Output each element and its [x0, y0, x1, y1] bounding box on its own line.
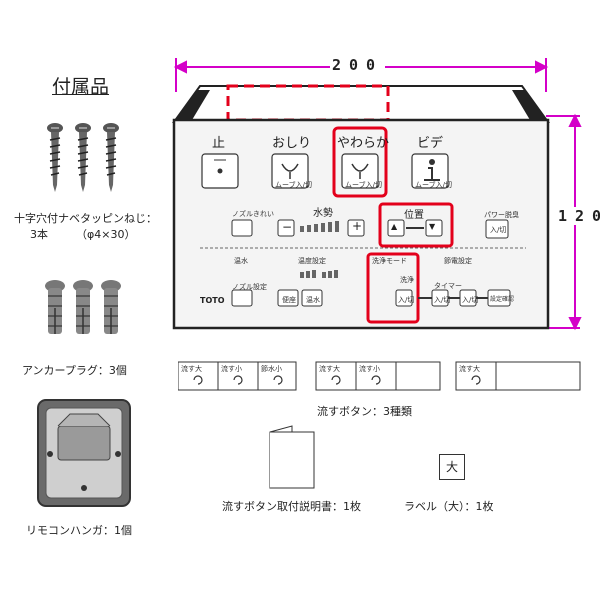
swirl-icon: [471, 375, 481, 385]
swirl-icon: [273, 375, 283, 385]
anchor-plug-icon: [73, 280, 93, 334]
pressure-plus-button[interactable]: +: [352, 219, 363, 233]
hanger-label: リモコンハンガ：1個: [26, 524, 132, 537]
stop-icon: [217, 168, 223, 174]
swirl-icon: [371, 375, 381, 385]
strip1-cell1: 流す大: [181, 365, 202, 373]
brand-logo: TOTO: [200, 296, 225, 305]
auto-wash-button[interactable]: 入/切: [398, 296, 415, 304]
eco-button-1[interactable]: 入/切: [434, 296, 451, 304]
width-dimension: 200: [330, 56, 386, 74]
label-sheet-label: ラベル（大）：1枚: [404, 500, 494, 513]
stop-label: 止: [212, 136, 226, 151]
strip1-cell3: 節水小: [261, 365, 282, 373]
water-pressure-label: 水勢: [313, 208, 333, 219]
swirl-icon: [233, 375, 243, 385]
pressure-minus-button[interactable]: −: [282, 220, 293, 234]
nozzle-clean-label: ノズルきれい: [232, 210, 274, 218]
bidet-rear-icon: [281, 163, 299, 172]
screw-icon: [47, 123, 63, 192]
strip3-cell1: 流す大: [459, 365, 480, 373]
label-sheet-icon: 大: [439, 454, 465, 480]
temp-settings-label: 温度設定: [298, 257, 326, 265]
eco-button-2[interactable]: 入/切: [462, 296, 479, 304]
soft-wash-icon: [351, 163, 369, 172]
nozzle-set-label: ノズル設定: [232, 283, 267, 291]
strip2-cell2: 流す小: [359, 365, 380, 373]
remote-control: [172, 84, 550, 330]
flush-button-strips: [178, 361, 581, 391]
rear-wash-sub: ムーブ入/切: [275, 181, 312, 189]
anchor-plug-icon: [45, 280, 65, 334]
auto-wash-sub: 洗浄: [400, 276, 414, 284]
screw-icon: [75, 123, 91, 192]
position-up-button[interactable]: ▲: [391, 222, 398, 231]
anchor-plug-icon: [101, 280, 121, 334]
swirl-icon: [331, 375, 341, 385]
settings-confirm-button[interactable]: 設定確認: [490, 296, 515, 303]
strip2-cell1: 流す大: [319, 365, 340, 373]
bidet-sub: ムーブ入/切: [415, 181, 452, 189]
eco-timer-label: タイマー: [434, 282, 462, 290]
screws-label: 十字穴付ナベタッピンねじ：: [14, 212, 157, 225]
accessories-title: 付属品: [52, 76, 110, 98]
soft-wash-label: やわらか: [337, 136, 390, 151]
bidet-label: ビデ: [417, 136, 444, 151]
water-temp-button[interactable]: 温水: [306, 296, 320, 304]
rear-wash-label: おしり: [272, 136, 312, 151]
remote-hanger-illustration: [37, 399, 131, 507]
screws-qty: 3本: [30, 228, 48, 241]
anchor-plugs-illustration: [45, 280, 121, 334]
strip1-cell2: 流す小: [221, 365, 242, 373]
anchor-label: アンカープラグ：3個: [22, 364, 127, 377]
position-down-button[interactable]: ▼: [429, 222, 436, 231]
height-dimension: 120: [558, 207, 600, 225]
manual-booklet-icon: [269, 425, 315, 489]
auto-wash-label: 洗浄モード: [372, 257, 407, 265]
dryer-label: 温水: [234, 257, 248, 265]
flush-buttons-label: 流すボタン：3種類: [317, 405, 412, 418]
eco-label: 節電設定: [444, 257, 472, 265]
auto-wash-highlight: [366, 252, 420, 324]
power-deodorize-label: パワー脱臭: [484, 211, 519, 219]
power-deodorize-button[interactable]: 入/切: [490, 226, 507, 234]
position-label: 位置: [404, 210, 424, 221]
seat-temp-button[interactable]: 便座: [282, 296, 296, 304]
manual-label: 流すボタン取付説明書：1枚: [222, 500, 361, 513]
bidet-front-icon: [429, 159, 435, 165]
soft-wash-highlight: [332, 126, 388, 198]
screws-illustration: [47, 123, 119, 192]
position-highlight: [378, 202, 454, 248]
soft-wash-sub: ムーブ入/切: [345, 181, 382, 189]
screw-icon: [103, 123, 119, 192]
screws-spec: （φ4×30）: [76, 228, 136, 241]
swirl-icon: [193, 375, 203, 385]
